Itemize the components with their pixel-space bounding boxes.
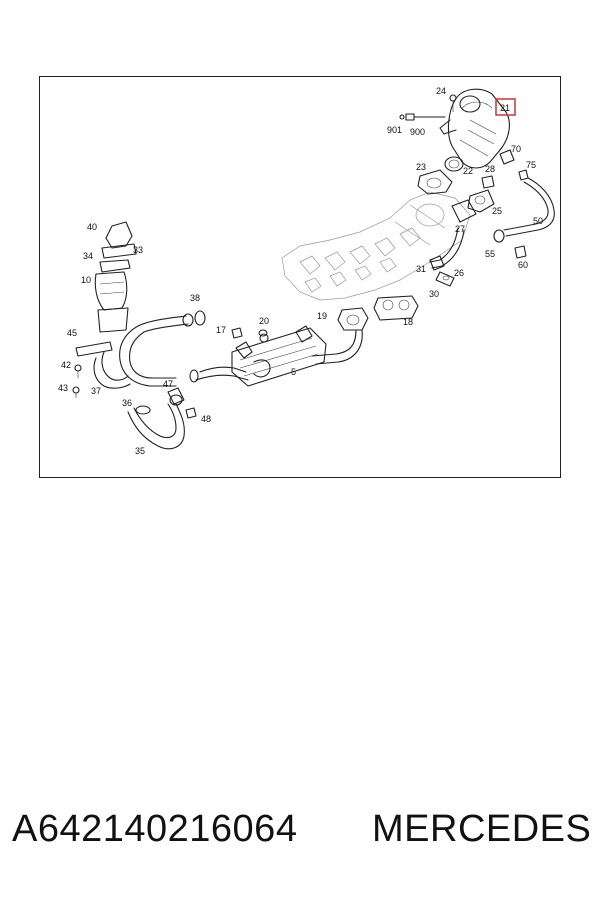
egr-cooler-5-drawing: [189, 325, 327, 387]
callout-35: 35: [135, 446, 145, 456]
callout-22: 22: [463, 166, 473, 176]
callout-70: 70: [511, 144, 521, 154]
callout-27: 27: [455, 224, 465, 234]
callout-42: 42: [61, 360, 71, 370]
callout-labels: 24 901 900 70 75 23 22 28 25 50 27 55 60…: [58, 86, 543, 456]
callout-18: 18: [403, 317, 413, 327]
fitting-28-25-drawing: [451, 175, 495, 223]
connector-70-75-drawing: [499, 149, 529, 181]
small-parts-20-17-drawing: [231, 327, 268, 339]
callout-34: 34: [83, 251, 93, 261]
callout-24: 24: [436, 86, 446, 96]
hose-37-38-drawing: [93, 310, 206, 389]
intake-manifold-drawing: [281, 191, 471, 301]
brand-name: MERCEDES: [372, 808, 592, 850]
pipe-27-drawing: [429, 227, 465, 269]
flange-19-drawing: [311, 307, 369, 365]
gasket-18-drawing: [373, 295, 419, 321]
callout-901: 901: [387, 125, 402, 135]
callout-19: 19: [317, 311, 327, 321]
callout-36: 36: [122, 398, 132, 408]
callout-48: 48: [201, 414, 211, 424]
callout-75: 75: [526, 160, 536, 170]
gasket-23-22-drawing: [417, 156, 464, 195]
callout-38: 38: [190, 293, 200, 303]
callout-31: 31: [416, 264, 426, 274]
part-number: A642140216064: [12, 808, 298, 850]
callout-43: 43: [58, 383, 68, 393]
callout-30: 30: [429, 289, 439, 299]
pipe-50-drawing: [493, 177, 555, 259]
callout-25: 25: [492, 206, 502, 216]
footer: A642140216064 MERCEDES: [0, 808, 600, 858]
valve-10-drawing: [72, 221, 137, 398]
callout-33: 33: [133, 245, 143, 255]
callout-20: 20: [259, 316, 269, 326]
callout-900: 900: [410, 127, 425, 137]
callout-17: 17: [216, 325, 226, 335]
pipe-35-drawing: [127, 387, 197, 450]
callout-26: 26: [454, 268, 464, 278]
callout-60: 60: [518, 260, 528, 270]
egr-valve-21-drawing: [439, 88, 510, 169]
callout-21: 21: [500, 103, 510, 113]
callout-50: 50: [533, 216, 543, 226]
callout-28: 28: [485, 164, 495, 174]
callout-47: 47: [163, 379, 173, 389]
clamp-31-26-30-drawing: [429, 255, 455, 287]
highlight-box-21: [495, 98, 516, 116]
diagram-frame: [39, 76, 561, 478]
sensor-901-900-drawing: [399, 113, 446, 121]
callout-5: 5: [291, 367, 296, 377]
callout-45: 45: [67, 328, 77, 338]
callout-37: 37: [91, 386, 101, 396]
callout-55: 55: [485, 249, 495, 259]
callout-23: 23: [416, 162, 426, 172]
callout-40: 40: [87, 222, 97, 232]
callout-10: 10: [81, 275, 91, 285]
